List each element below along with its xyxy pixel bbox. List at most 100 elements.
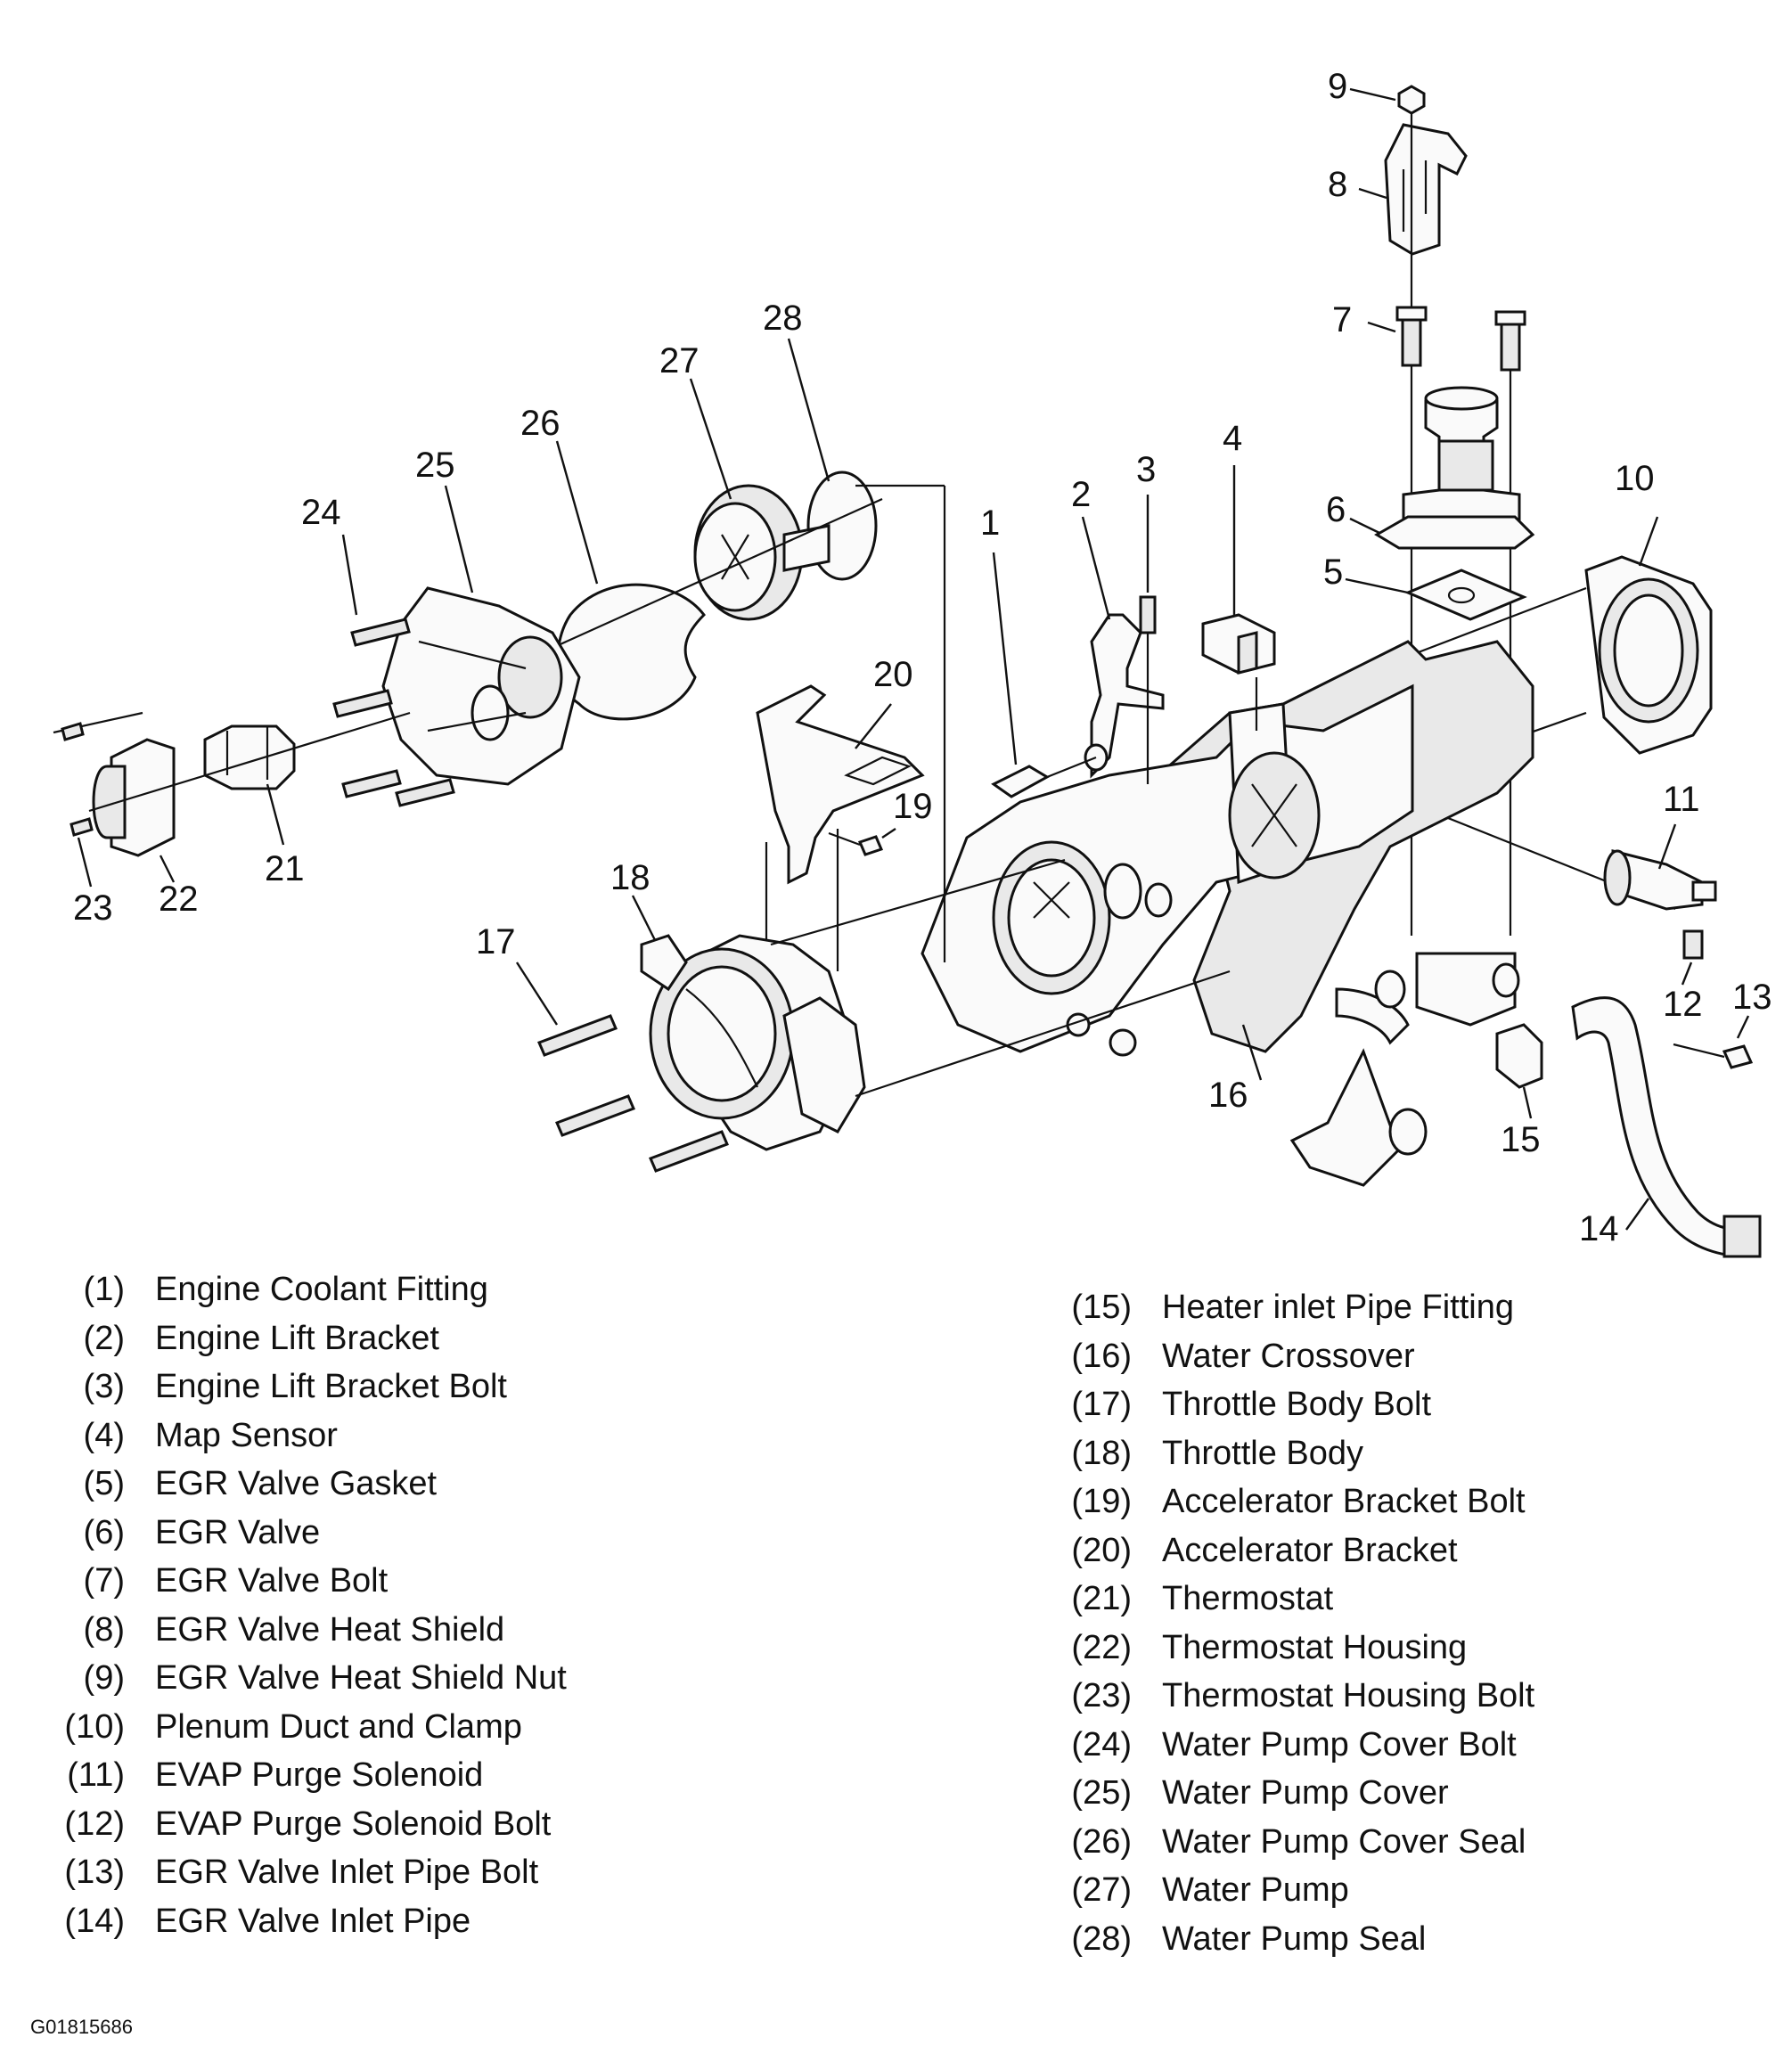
legend-label: EGR Valve Gasket: [155, 1465, 438, 1502]
throttle-body-bolts-17: [515, 962, 729, 1173]
legend-label: Plenum Duct and Clamp: [155, 1707, 522, 1746]
figure-id: G01815686: [30, 2016, 133, 2038]
legend-num: (25): [1071, 1774, 1132, 1812]
legend-item: (24)Water Pump Cover Bolt: [1034, 1721, 1534, 1770]
legend-label: EGR Valve Bolt: [155, 1562, 389, 1600]
legend-item: (10) Plenum Duct and Clamp: [27, 1703, 567, 1752]
legend-label: EVAP Purge Solenoid Bolt: [155, 1804, 552, 1843]
legend-num: (27): [1071, 1871, 1132, 1909]
legend-label: Thermostat Housing: [1162, 1628, 1468, 1666]
water-pump-27: [689, 378, 831, 621]
legend-item: (5)EGR Valve Gasket: [27, 1460, 567, 1509]
legend-num: (10): [64, 1707, 125, 1746]
legend-label: Engine Coolant Fitting: [155, 1271, 488, 1308]
callout-3: 3: [1136, 450, 1156, 489]
map-sensor-4: [1201, 465, 1276, 731]
thermostat-21: [203, 724, 296, 846]
legend-num: (8): [83, 1610, 125, 1649]
egr-valve-bolt-7: [1367, 306, 1526, 372]
legend-num: (16): [1071, 1337, 1132, 1375]
legend-label: Water Pump Cover Seal: [1162, 1822, 1526, 1861]
evap-purge-solenoid-bolt-12: [1681, 929, 1704, 986]
legend-item: (13)EGR Valve Inlet Pipe Bolt: [27, 1848, 567, 1897]
legend-label: Engine Lift Bracket: [155, 1319, 439, 1357]
callout-4: 4: [1223, 419, 1242, 458]
callout-16: 16: [1208, 1076, 1248, 1115]
callout-22: 22: [159, 880, 199, 919]
legend-item: (14) EGR Valve Inlet Pipe: [27, 1897, 567, 1946]
legend-item: (19) Accelerator Bracket Bolt: [1034, 1477, 1534, 1526]
egr-valve-gasket-5: [1345, 569, 1527, 621]
legend-num: (19): [1071, 1483, 1132, 1520]
legend-num: (15): [1071, 1289, 1132, 1326]
legend-item: (25) Water Pump Cover: [1034, 1769, 1534, 1818]
legend-num: (6): [83, 1513, 125, 1551]
legend-label: Throttle Body Bolt: [1162, 1386, 1432, 1423]
legend-num: (12): [64, 1804, 125, 1843]
callout-23: 23: [73, 888, 113, 928]
legend-item: (1) Engine Coolant Fitting: [27, 1265, 567, 1314]
legend-num: (24): [1071, 1725, 1132, 1763]
callout-21: 21: [265, 849, 305, 888]
legend-label: Map Sensor: [155, 1416, 338, 1454]
legend-item: (16) Water Crossover: [1034, 1332, 1534, 1381]
legend-left-column: (1) Engine Coolant Fitting (2) Engine Lift…: [27, 1265, 567, 1946]
throttle-body-18: [631, 895, 866, 1151]
engine-coolant-fitting-1: [991, 552, 1097, 798]
legend-label: Water Pump: [1162, 1871, 1349, 1909]
legend-item: (11)EVAP Purge Solenoid: [27, 1751, 567, 1800]
legend-item: (6) EGR Valve: [27, 1509, 567, 1558]
legend-num: (23): [1071, 1677, 1132, 1714]
thermostat-housing-22: [53, 711, 176, 883]
legend-item: (20)Accelerator Bracket: [1034, 1526, 1534, 1575]
legend-label: Water Pump Seal: [1162, 1919, 1427, 1958]
legend-item: (17)Throttle Body Bolt: [1034, 1380, 1534, 1429]
legend-num: (2): [83, 1319, 125, 1357]
legend-num: (4): [83, 1416, 125, 1454]
diagram-svg: 1 2 3 4 5 6 7 8 9 10 11 12 13 14 15 16 1…: [53, 67, 1772, 1258]
callout-1: 1: [980, 503, 1000, 543]
legend-label: EGR Valve: [155, 1513, 321, 1551]
engine-lift-bracket-2: [1081, 516, 1165, 779]
legend-label: Water Pump Cover: [1162, 1774, 1449, 1812]
egr-inlet-pipe-bolt-13: [1673, 1015, 1754, 1069]
thermostat-housing-bolts-23: [61, 722, 94, 888]
legend-item: (15)Heater inlet Pipe Fitting: [1034, 1283, 1534, 1332]
accelerator-bracket-bolt-19: [828, 828, 896, 856]
callout-26: 26: [520, 404, 561, 443]
callout-5: 5: [1323, 552, 1343, 592]
callout-7: 7: [1332, 300, 1352, 340]
callout-10: 10: [1615, 459, 1655, 498]
egr-valve-6: [1349, 386, 1535, 550]
plenum-duct-10: [1584, 516, 1713, 755]
callout-18: 18: [610, 858, 651, 897]
lower-intake-manifold: [921, 683, 1414, 1057]
callout-17: 17: [476, 922, 516, 962]
legend-label: EGR Valve Heat Shield Nut: [155, 1659, 567, 1697]
legend-item: (18)Throttle Body: [1034, 1429, 1534, 1478]
legend-item: (4) Map Sensor: [27, 1412, 567, 1461]
callout-2: 2: [1071, 475, 1091, 514]
legend-num: (22): [1071, 1628, 1132, 1666]
callout-14: 14: [1579, 1209, 1619, 1248]
legend-label: Throttle Body: [1162, 1434, 1363, 1472]
callout-24: 24: [301, 493, 341, 532]
legend-num: (26): [1071, 1822, 1132, 1861]
legend-label: Accelerator Bracket: [1162, 1531, 1458, 1569]
callout-9: 9: [1328, 67, 1347, 106]
callout-8: 8: [1328, 165, 1347, 204]
exploded-parts-diagram: 1 2 3 4 5 6 7 8 9 10 11 12 13 14 15 16 1…: [53, 67, 1772, 1258]
callout-19: 19: [893, 787, 933, 826]
legend-num: (28): [1071, 1919, 1132, 1958]
legend-item: (2) Engine Lift Bracket: [27, 1314, 567, 1363]
legend-label: Water Crossover: [1162, 1337, 1415, 1375]
callout-6: 6: [1326, 490, 1346, 529]
legend-label: Thermostat: [1162, 1580, 1334, 1617]
legend-num: (21): [1071, 1580, 1132, 1617]
legend-label: Thermostat Housing Bolt: [1162, 1677, 1535, 1714]
legend-label: EGR Valve Inlet Pipe: [155, 1902, 471, 1940]
legend-num: (14): [64, 1902, 125, 1940]
legend-num: (1): [83, 1271, 125, 1308]
legend-label: Accelerator Bracket Bolt: [1162, 1483, 1526, 1520]
legend-item: (3)Engine Lift Bracket Bolt: [27, 1363, 567, 1412]
